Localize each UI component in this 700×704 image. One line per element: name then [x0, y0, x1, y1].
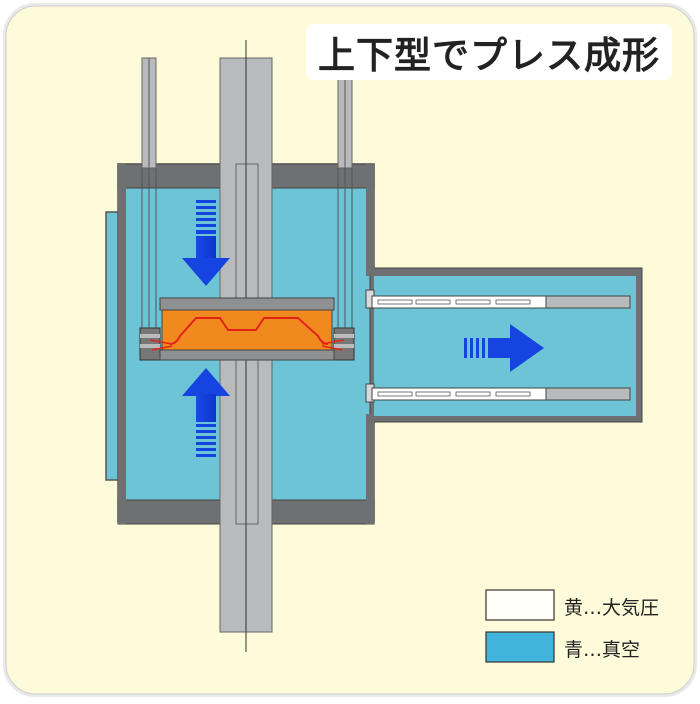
legend-swatch-vacuum — [485, 631, 555, 663]
right-clamp — [333, 327, 355, 361]
upper-duct-rail — [365, 289, 631, 309]
upper-die-plate — [159, 297, 335, 311]
legend-label-vacuum: 青…真空 — [564, 639, 641, 661]
chamber-right-frame-upper — [366, 164, 374, 276]
sheet-edges — [149, 339, 345, 351]
legend-swatch-atmosphere — [485, 589, 555, 621]
legend-label-atmosphere: 黄…大気圧 — [564, 597, 660, 619]
arrow-up-icon — [182, 368, 230, 457]
page-title: 上下型でプレス成形 — [306, 24, 672, 80]
lower-die-plate — [159, 349, 335, 361]
arrow-right-icon — [464, 324, 544, 372]
arrow-down-icon — [182, 200, 230, 286]
chamber-right-frame-lower — [366, 414, 374, 524]
left-clamp — [139, 327, 161, 361]
chamber-left-frame — [118, 164, 126, 524]
formed-sheet — [169, 317, 329, 345]
lower-duct-rail — [365, 383, 631, 403]
